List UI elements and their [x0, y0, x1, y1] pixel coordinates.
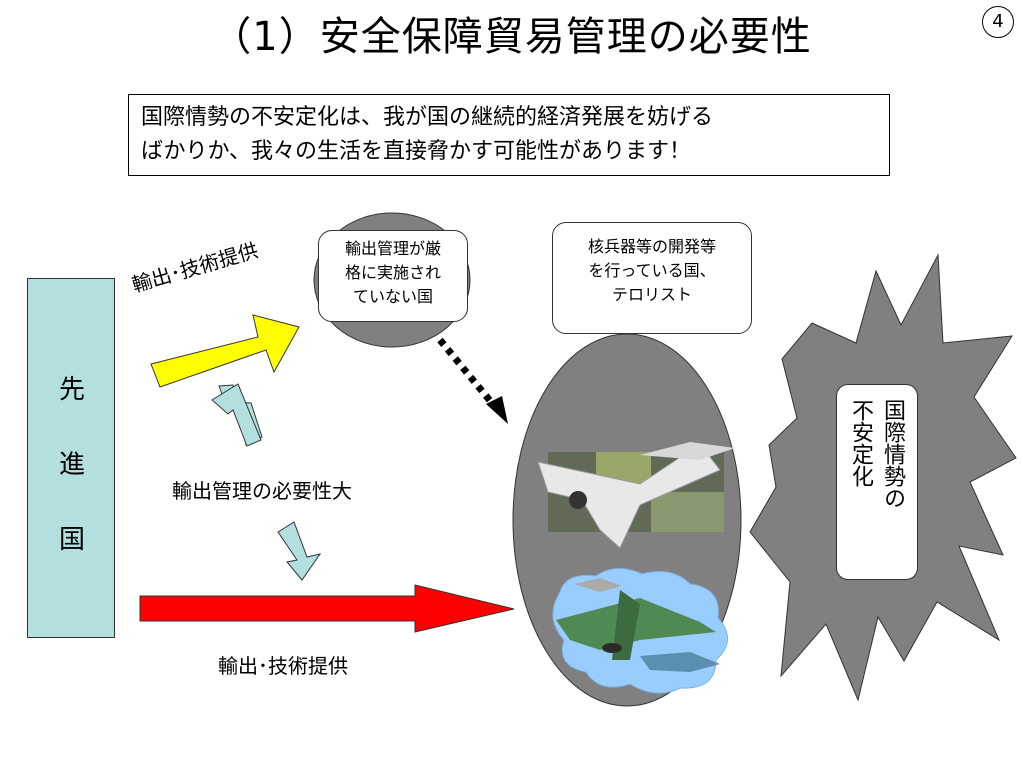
yellow-export-arrow — [150, 314, 300, 388]
threat-line-3: テロリスト — [611, 285, 692, 304]
instability-col-2: 不安定化 — [848, 399, 873, 487]
military-aircraft-group-icon — [552, 568, 728, 694]
red-export-arrow — [139, 584, 515, 633]
country-char-3: 国 — [58, 525, 85, 555]
up-small-arrow-body — [211, 383, 262, 447]
country-char-2: 進 — [58, 450, 85, 480]
instability-text-box: 国際情勢の 不安定化 — [836, 384, 918, 580]
weak-control-country-bubble: 輸出管理が厳 格に実施され ていない国 — [318, 230, 468, 322]
lower-export-label: 輸出･技術提供 — [218, 654, 348, 678]
threat-actor-bubble: 核兵器等の開発等 を行っている国、 テロリスト — [552, 222, 752, 334]
country-char-1: 先 — [58, 375, 85, 405]
page-title: （1）安全保障貿易管理の必要性 — [211, 14, 812, 60]
threat-line-2: を行っている国、 — [588, 261, 716, 280]
weak-control-line-3: ていない国 — [352, 287, 433, 306]
export-control-need-label: 輸出管理の必要性大 — [172, 479, 352, 503]
lead-text-line-2: ばかりか、我々の生活を直接脅かす可能性があります！ — [141, 139, 692, 164]
down-small-arrow — [277, 521, 322, 581]
lead-text-line-1: 国際情勢の不安定化は、我が国の継続的経済発展を妨げる — [141, 105, 714, 130]
page-number-badge: 4 — [982, 6, 1014, 38]
diversion-dotted-line — [437, 337, 499, 411]
threat-line-1: 核兵器等の開発等 — [587, 237, 716, 256]
diversion-arrow-head — [486, 396, 508, 424]
weak-control-line-1: 輸出管理が厳 — [344, 239, 441, 258]
weak-control-line-2: 格に実施され — [344, 263, 441, 282]
developed-country-box: 先 進 国 — [27, 278, 115, 638]
fighter-jet-icon — [537, 442, 735, 549]
instability-col-1: 国際情勢の — [880, 399, 905, 509]
lead-text-box: 国際情勢の不安定化は、我が国の継続的経済発展を妨げる ばかりか、我々の生活を直接… — [128, 94, 890, 176]
